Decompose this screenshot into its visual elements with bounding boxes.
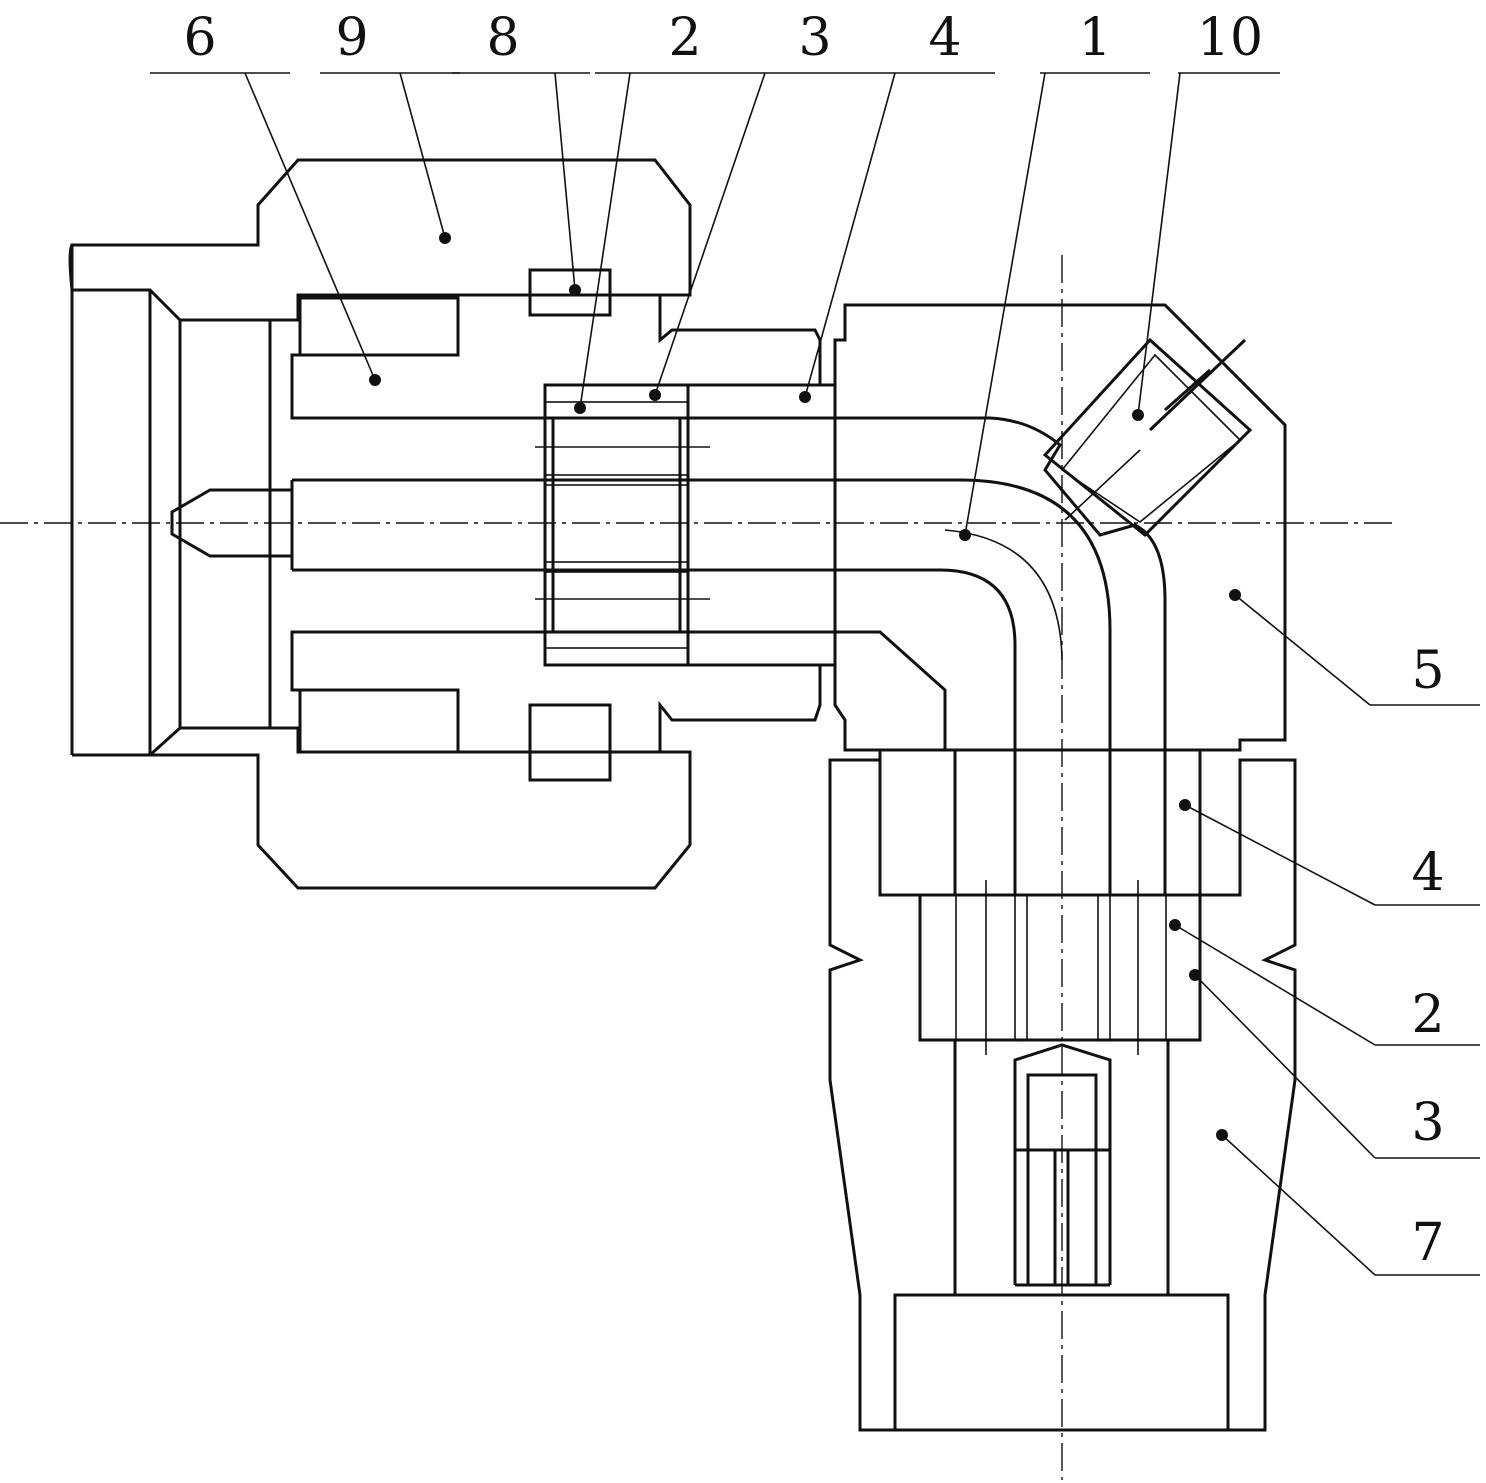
callout-2: 2 bbox=[668, 8, 701, 68]
callout-1: 1 bbox=[1078, 8, 1111, 68]
top-leaders bbox=[150, 72, 1280, 536]
leader-dots bbox=[369, 232, 1241, 1141]
part-8-retaining-ring bbox=[528, 268, 612, 782]
right-leaders bbox=[1174, 594, 1480, 1276]
part-4-outer-sleeve-horizontal bbox=[686, 383, 837, 667]
part-4-outer-sleeve-vertical bbox=[878, 748, 1202, 897]
callout-3: 3 bbox=[798, 8, 831, 68]
callout-9: 9 bbox=[335, 8, 368, 68]
part-5-elbow-housing bbox=[833, 303, 1287, 752]
callout-4: 4 bbox=[928, 8, 961, 68]
right-callout-labels: 5 4 2 3 7 bbox=[1411, 641, 1444, 1273]
callout-5: 5 bbox=[1411, 641, 1444, 701]
callout-6: 6 bbox=[183, 8, 216, 68]
callout-2-lower: 2 bbox=[1411, 985, 1444, 1045]
callout-7: 7 bbox=[1411, 1213, 1444, 1273]
left-insulator-stack bbox=[543, 383, 690, 667]
top-callout-labels: 6 9 8 2 3 4 1 10 bbox=[183, 8, 1263, 68]
bottom-socket-contact bbox=[1013, 1043, 1112, 1287]
callout-4-lower: 4 bbox=[1411, 843, 1444, 903]
part-10-end-cap bbox=[1042, 337, 1253, 538]
callout-10: 10 bbox=[1197, 8, 1263, 68]
lower-insulator-stack bbox=[918, 893, 1202, 1042]
callout-3-lower: 3 bbox=[1411, 1093, 1444, 1153]
part-1-inner-conductor bbox=[170, 478, 1112, 895]
callout-8: 8 bbox=[486, 8, 519, 68]
